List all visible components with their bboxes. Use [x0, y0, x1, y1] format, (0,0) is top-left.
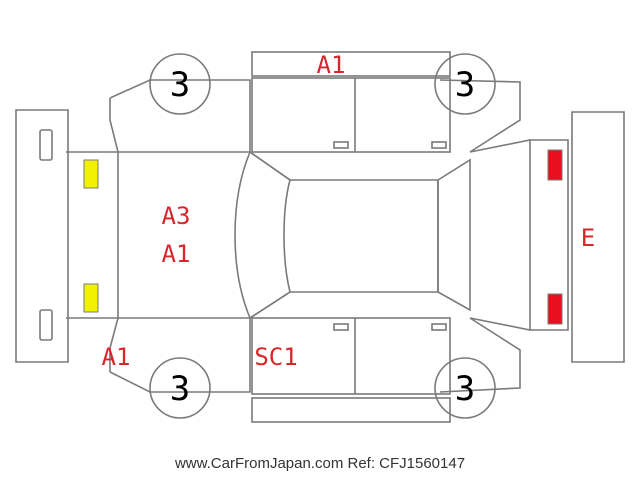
wheel-rear-left-number: 3 — [455, 65, 475, 105]
damage-code-roof-top: A1 — [317, 51, 346, 79]
front-bumper-slot-bottom — [39, 309, 53, 341]
damage-code-rocker-left: SC1 — [254, 343, 297, 371]
watermark-text: www.CarFromJapan.com Ref: CFJ1560147 — [174, 455, 466, 472]
cabin-roof-outline — [290, 179, 439, 293]
upper-side-rear-outline — [439, 79, 521, 153]
wheel-front-right-number: 3 — [170, 369, 190, 409]
wheel-front-left-number: 3 — [170, 65, 190, 105]
lower-side-rear-outline — [439, 317, 521, 393]
wheel-rear-right-number: 3 — [455, 369, 475, 409]
upper-door-outline — [251, 77, 451, 153]
rear-lamp-bottom — [547, 293, 563, 325]
damage-code-front-bumper-corner: A1 — [102, 343, 131, 371]
rear-lamp-top — [547, 149, 563, 181]
roof-strip-top — [251, 51, 451, 77]
rear-bumper-outline — [571, 111, 625, 363]
damage-code-hood-line2: A1 — [162, 240, 191, 268]
rear-hatch-outline — [469, 139, 531, 331]
upper-door-handle-rear — [431, 141, 447, 149]
damage-code-hood-line1: A3 — [162, 202, 191, 230]
cabin-bottom-line — [249, 291, 291, 319]
upper-door-handle-front — [333, 141, 349, 149]
lower-side-outline — [109, 317, 251, 393]
wheel-front-left-outline — [149, 53, 211, 115]
roof-strip-bottom — [251, 397, 451, 423]
damage-code-rear-bumper: E — [581, 224, 595, 252]
lower-door-outline — [251, 317, 451, 395]
front-bumper-outline — [15, 109, 69, 363]
rear-panel-outline — [530, 139, 569, 331]
upper-side-outline — [109, 79, 251, 153]
windshield-outline — [234, 150, 291, 320]
rear-window-outline — [437, 158, 471, 312]
lower-door-handle-front — [333, 323, 349, 331]
front-bumper-slot-top — [39, 129, 53, 161]
cabin-top-line — [249, 151, 291, 181]
front-lamp-bottom — [83, 283, 99, 313]
wheel-front-right-outline — [149, 357, 211, 419]
hood-outline — [66, 151, 119, 319]
wheel-rear-right-outline — [434, 357, 496, 419]
front-lamp-top — [83, 159, 99, 189]
wheel-rear-left-outline — [434, 53, 496, 115]
lower-door-handle-rear — [431, 323, 447, 331]
